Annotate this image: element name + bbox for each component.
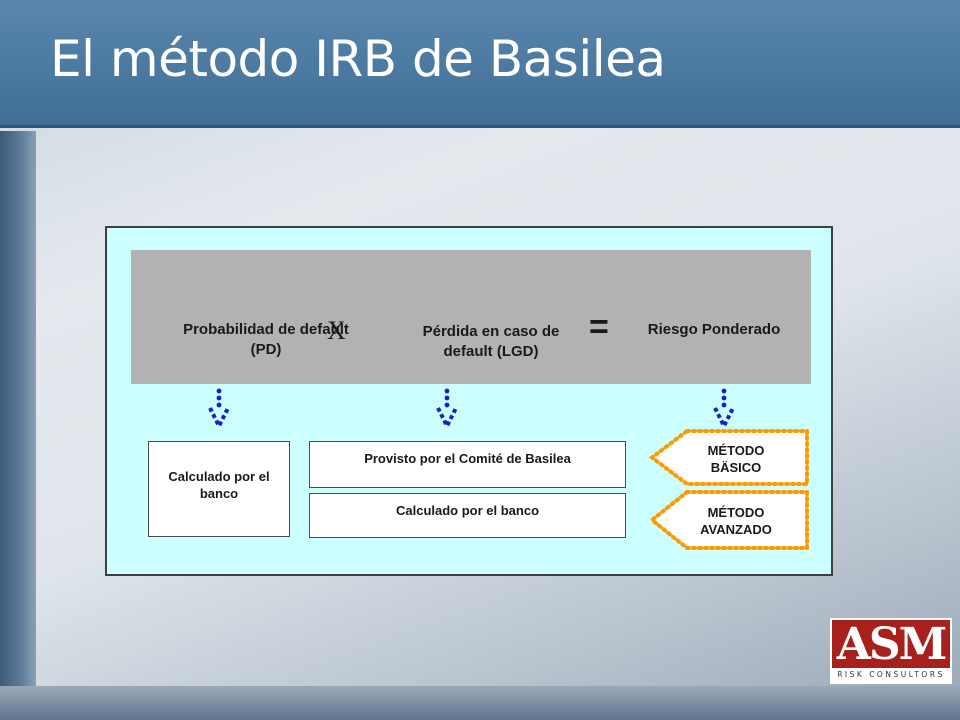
pd-source-box: Calculado por el banco: [148, 441, 290, 537]
lgd-label: Pérdida en caso de default (LGD): [422, 323, 560, 360]
logo-sub-text: RISK CONSULTORS: [837, 670, 945, 679]
multiply-symbol: X: [327, 316, 346, 345]
advanced-method-label: MÉTODO AVANZADO: [700, 505, 772, 537]
left-decor-band: [0, 131, 36, 720]
risk-weighted-label: Riesgo Ponderado: [647, 321, 781, 338]
lgd-committee-box: Provisto por el Comité de Basilea: [309, 441, 626, 488]
lgd-bank-box: Calculado por el banco: [309, 493, 626, 538]
asm-logo: ASM RISK CONSULTORS: [830, 618, 952, 684]
irb-diagram: Probabilidad de default (PD) X Pérdida e…: [105, 226, 833, 576]
basic-method-label: MÉTODO BÄSICO: [707, 443, 765, 475]
advanced-method-tag: [648, 490, 809, 550]
method-tags: [648, 429, 809, 550]
dotted-arrow-down-icon: [713, 388, 735, 431]
dotted-arrow-down-icon: [208, 388, 230, 431]
dotted-arrow-down-icon: [436, 388, 458, 431]
slide-title: El método IRB de Basilea: [50, 30, 666, 88]
pd-label: Probabilidad de default (PD): [183, 321, 349, 358]
equals-symbol: =: [589, 308, 609, 346]
bottom-decor-band: [0, 686, 960, 720]
slide-header: El método IRB de Basilea: [0, 0, 960, 128]
formula-band: Probabilidad de default (PD) X Pérdida e…: [131, 250, 811, 384]
basic-method-tag: [648, 429, 809, 486]
logo-main-text: ASM: [832, 620, 950, 670]
